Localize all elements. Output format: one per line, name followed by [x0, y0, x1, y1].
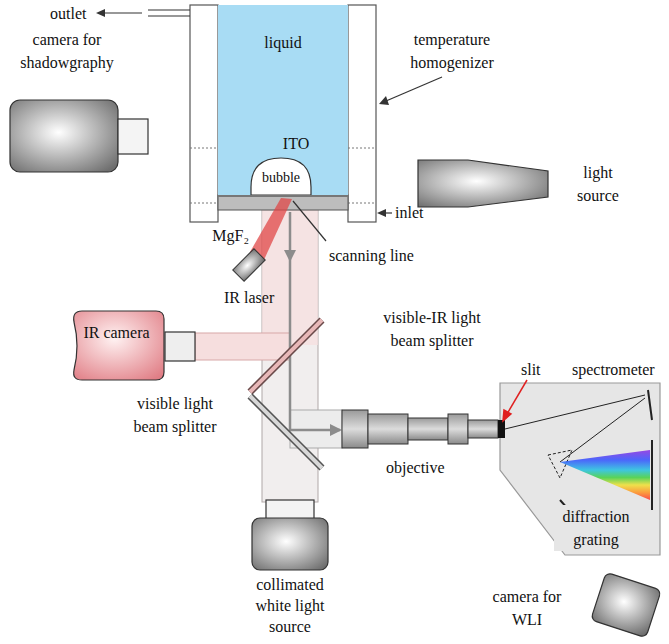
grating-label: diffraction grating: [554, 505, 638, 551]
spectrometer-housing: [498, 383, 660, 555]
beam-splitters: [250, 320, 322, 392]
beam-arrowheads: [330, 424, 342, 436]
objective: [368, 414, 408, 444]
splitter-label: visible-IR light beam splitter: [371, 306, 493, 352]
shadowgraphy-camera: [10, 100, 148, 172]
outlet-pipe: [148, 15, 190, 16]
source-label: light source: [566, 161, 630, 207]
ir-camera-lens: [165, 332, 195, 361]
light-source: [418, 160, 548, 207]
liquid-region: liquid bubble: [218, 5, 348, 195]
spectrometer-housing: [500, 383, 660, 555]
leader-lines: [293, 201, 326, 241]
cell-walls: [348, 203, 376, 204]
homogenizer-label: temperature homogenizer: [400, 28, 504, 74]
leader-lines: [386, 77, 442, 101]
objective: [342, 410, 498, 448]
scanning-line-label: scanning line: [329, 244, 439, 267]
outlet-arrowhead: [96, 9, 105, 17]
beam-arrowheads: [284, 250, 296, 262]
ir-camera-body: IR camera: [68, 310, 165, 381]
leader-arrowheads: [379, 96, 389, 105]
slit-pointer: [503, 410, 511, 421]
cell-walls: [348, 148, 376, 149]
spectrometer-housing: [505, 395, 645, 429]
spectrometer-housing: [498, 420, 505, 438]
beam-path-arrows: [290, 212, 340, 430]
beam-splitters: [250, 396, 322, 468]
camera-label: camera for shadowgraphy: [9, 28, 125, 74]
beam-splitters: [250, 396, 322, 468]
shadowgraphy-camera: [118, 119, 148, 154]
layer-label: ITO: [276, 132, 316, 155]
window-label: MgF₂: [189, 224, 249, 247]
slit-pointer: [503, 380, 527, 421]
beam-arrowheads: [284, 250, 342, 436]
cell-walls: [218, 195, 348, 197]
objective: [408, 418, 448, 440]
bubble-shape: bubble: [250, 157, 312, 195]
outlet-pipe: [100, 10, 190, 16]
camera-label: camera for WLI: [485, 585, 569, 631]
beam-path-arrows: [290, 212, 340, 430]
node-label: bubble: [250, 169, 312, 187]
ir-laser: [233, 249, 266, 282]
outlet-label: outlet: [50, 2, 110, 25]
splitter-label: visible light beam splitter: [125, 392, 225, 438]
source-label: collimated white light source: [248, 574, 332, 637]
cell-walls: [348, 5, 376, 222]
white-light-camera: [252, 500, 328, 570]
slit-pointer: [507, 380, 527, 414]
ir-camera-lens: [165, 332, 195, 361]
objective-label: objective: [386, 456, 466, 479]
spectrometer-housing: [560, 450, 650, 500]
spectrometer-housing: [651, 440, 653, 510]
slit-label: slit: [521, 358, 561, 381]
objective: [342, 410, 368, 448]
spectrometer-housing: [648, 390, 652, 420]
ircam-outline: [68, 310, 165, 381]
objective: [448, 414, 468, 444]
spectrometer-label: spectrometer: [572, 358, 666, 381]
node-label: liquid: [218, 31, 348, 54]
leader-arrowheads: [377, 209, 386, 217]
shadowgraphy-camera: [10, 100, 118, 172]
inlet-label: inlet: [395, 201, 445, 224]
cell-walls: [190, 5, 218, 222]
dome-path: [251, 158, 311, 195]
ircam-path: [74, 311, 164, 380]
cell-walls: [190, 203, 218, 204]
light-beams: [195, 210, 342, 502]
wli-camera: [591, 572, 662, 637]
beam-splitters: [250, 320, 322, 392]
cell-walls: [190, 5, 376, 222]
laser-label: IR laser: [224, 286, 304, 309]
outlet-pipe: [100, 12, 142, 13]
wli-camera: [591, 572, 662, 637]
white-light-camera: [266, 500, 314, 519]
white-light-camera: [252, 518, 328, 570]
cell-walls: [190, 148, 218, 149]
light-beams: [195, 333, 290, 360]
node-label: IR camera: [68, 321, 165, 344]
beam-splitters: [250, 320, 322, 468]
objective: [468, 420, 498, 438]
outlet-pipe: [148, 9, 190, 10]
light-source: [418, 160, 548, 207]
